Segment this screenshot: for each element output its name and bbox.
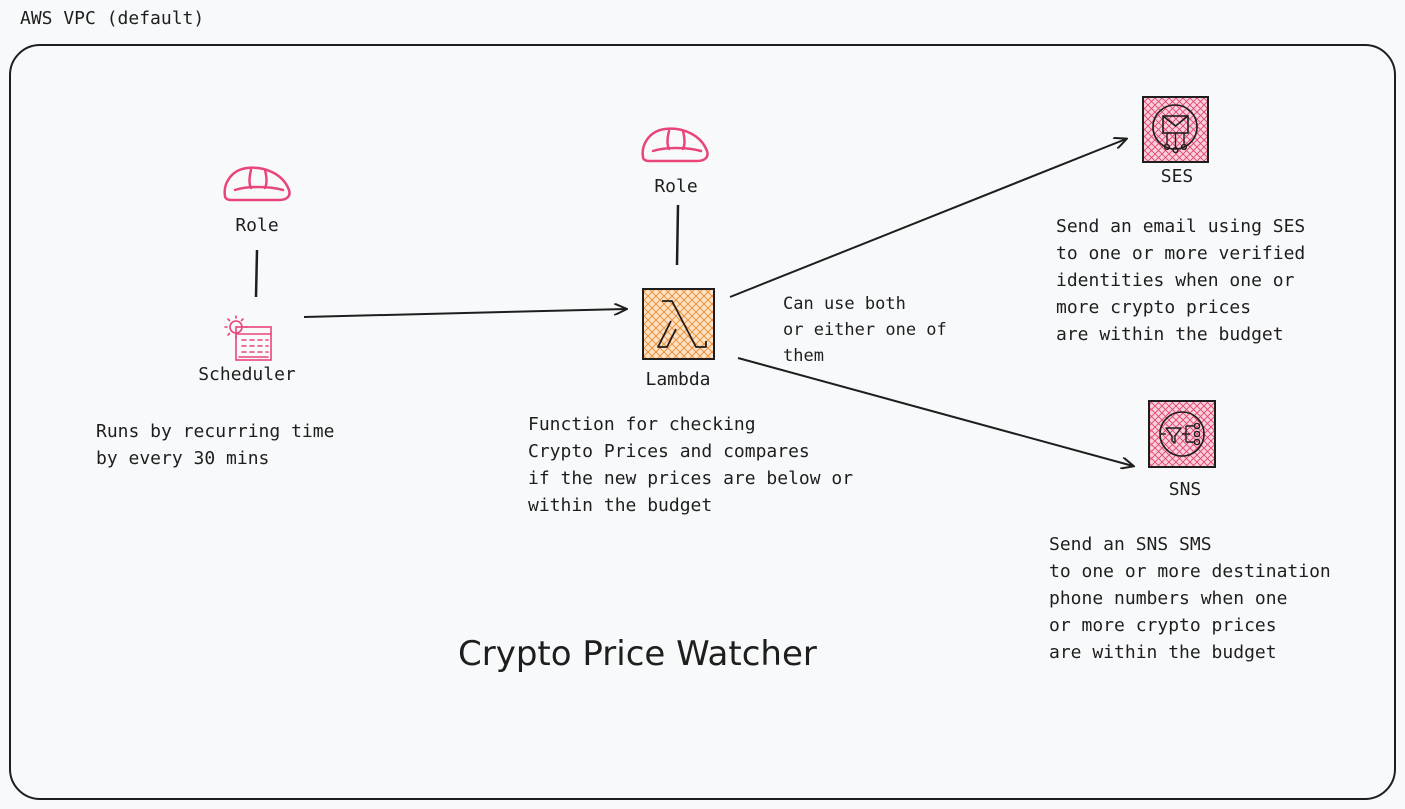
scheduler-description: Runs by recurring time by every 30 mins [96,421,335,469]
sns-label: SNS [1168,479,1202,500]
scheduler-icon[interactable] [224,315,272,361]
vpc-boundary [9,44,1396,800]
lambda-to-ses-arrow [729,139,1126,298]
lambda-role-label: Role [654,176,698,197]
lambda-role-connector [675,204,680,266]
scheduler-role-icon[interactable] [223,166,291,202]
ses-description: Send an email using SES to one or more v… [1056,216,1306,345]
edge-note: Can use both or either one of them [783,294,947,366]
lambda-role-icon[interactable] [641,127,709,163]
lambda-label: Lambda [645,369,711,390]
scheduler-to-lambda-arrow [303,309,626,318]
vpc-label: AWS VPC (default) [20,8,205,29]
sns-topic-icon[interactable] [1148,400,1216,468]
lambda-description: Function for checking Crypto Prices and … [528,414,854,516]
sns-description: Send an SNS SMS to one or more destinati… [1049,534,1331,663]
lambda-to-sns-arrow [737,357,1133,466]
ses-label: SES [1160,166,1194,187]
lambda-icon[interactable] [642,288,715,360]
diagram-title: Crypto Price Watcher [458,634,817,674]
scheduler-role-label: Role [235,215,279,236]
scheduler-role-connector [254,249,259,298]
scheduler-label: Scheduler [198,364,296,385]
ses-email-icon[interactable] [1142,96,1209,163]
